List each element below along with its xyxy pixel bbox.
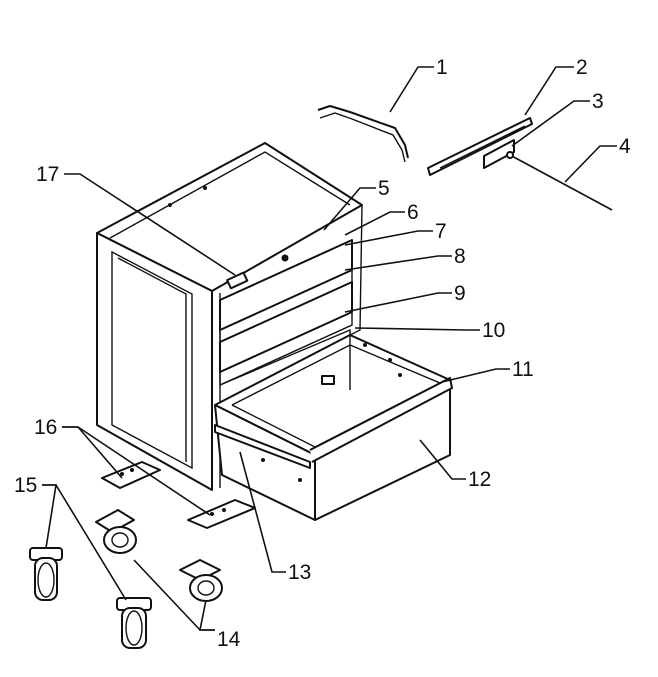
callout-1: 1 (436, 56, 448, 79)
caster-swivel-1 (95, 509, 137, 554)
part-bracket (317, 105, 409, 163)
callout-11: 11 (512, 358, 534, 381)
callout-labels: 1 2 3 4 5 6 7 8 9 10 11 12 13 14 15 16 1… (14, 56, 631, 651)
callout-16: 16 (34, 416, 57, 439)
callout-15: 15 (14, 474, 37, 497)
part-slide-rail (427, 117, 533, 176)
drawer-open (214, 334, 453, 521)
cabinet-body (96, 142, 363, 491)
callout-3: 3 (592, 90, 604, 113)
caster-rigid-2 (116, 597, 152, 649)
part-rod (506, 151, 613, 211)
callout-12: 12 (468, 468, 491, 491)
callout-17: 17 (36, 163, 59, 186)
drawer-slide (214, 424, 311, 469)
callout-4: 4 (619, 135, 631, 158)
callout-6: 6 (407, 201, 419, 224)
callout-5: 5 (378, 177, 390, 200)
callout-14: 14 (217, 628, 241, 651)
callout-10: 10 (482, 319, 505, 342)
caster-swivel-2 (179, 559, 223, 602)
callout-8: 8 (454, 245, 466, 268)
callout-13: 13 (288, 561, 311, 584)
part-rail-bracket (483, 139, 515, 169)
callout-9: 9 (454, 282, 466, 305)
caster-rigid-1 (29, 547, 63, 601)
leader-lines (42, 66, 617, 631)
callout-7: 7 (435, 220, 447, 243)
callout-2: 2 (576, 56, 588, 79)
